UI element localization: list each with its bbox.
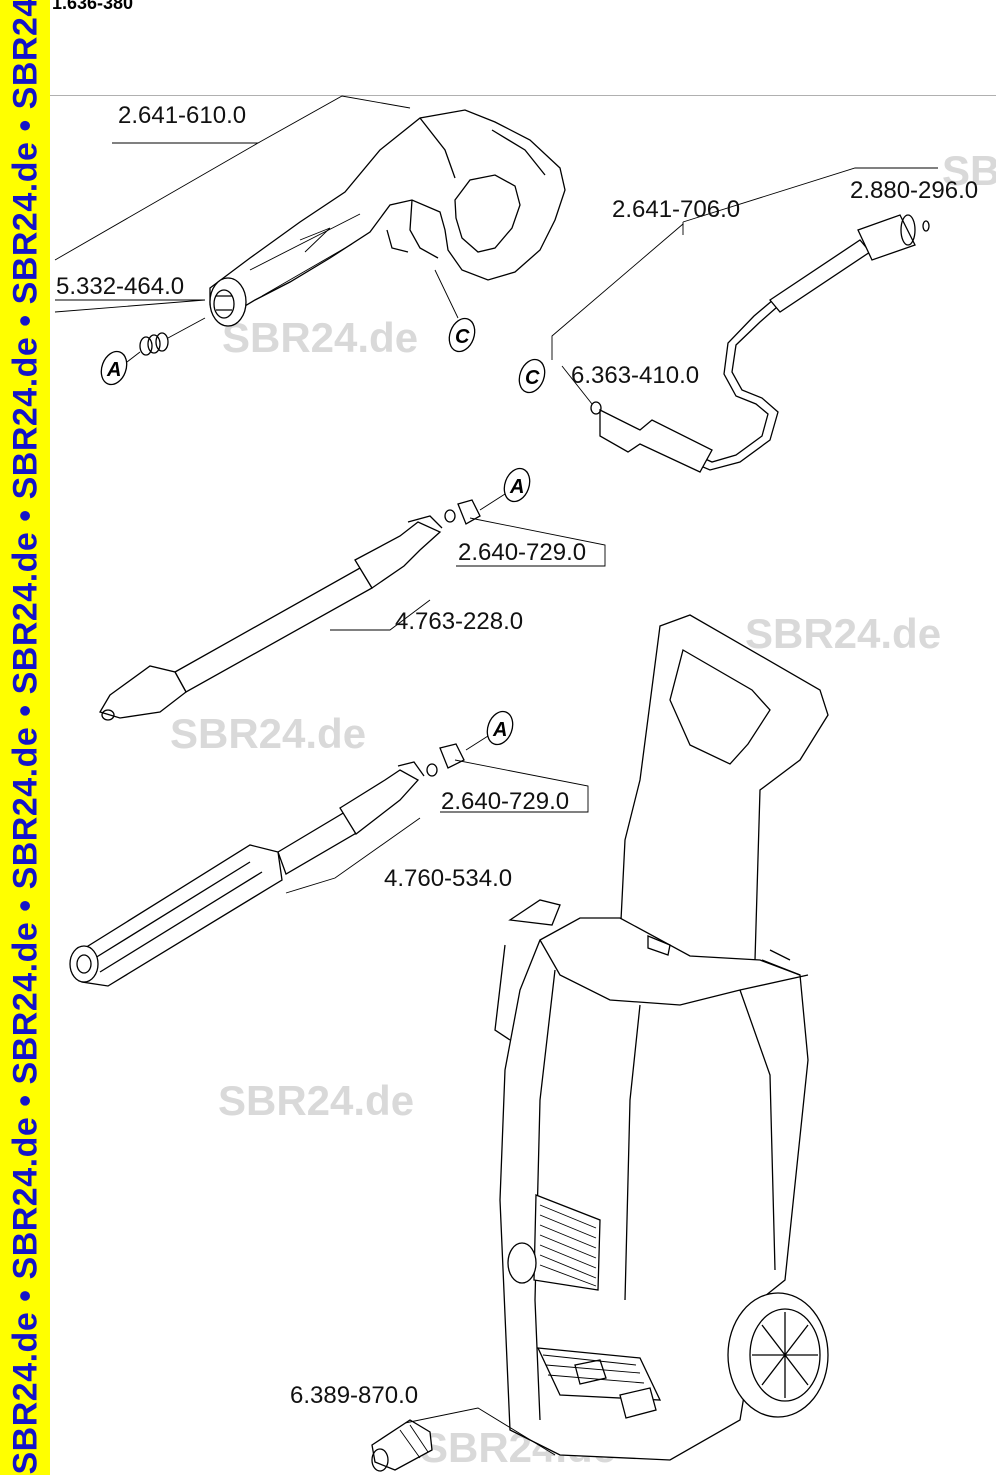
ref-a-lance2-marker bbox=[486, 710, 514, 746]
spray-gun-drawing bbox=[209, 109, 566, 327]
watermark-6: SBR24.de bbox=[942, 147, 996, 194]
leader-lines bbox=[54, 95, 938, 1456]
ref-a-lance1-label: A bbox=[509, 476, 524, 498]
part-callouts: 2.641-610.0 2.641-706.0 2.880-296.0 5.33… bbox=[56, 102, 978, 1409]
callout-lance1: 4.763-228.0 bbox=[395, 608, 523, 635]
ref-c-hose-label: C bbox=[525, 367, 540, 389]
lance-1-drawing bbox=[99, 499, 481, 721]
frame-top-line bbox=[50, 95, 996, 96]
watermark-2: SBR24.de bbox=[745, 610, 941, 657]
document-number: 1.636-380 bbox=[52, 0, 134, 13]
ref-c-gun-marker bbox=[448, 317, 476, 353]
callout-hose: 2.641-706.0 bbox=[612, 196, 740, 223]
callout-gun-oring-set: 5.332-464.0 bbox=[56, 273, 184, 300]
callout-inlet-coupling: 6.389-870.0 bbox=[290, 1382, 418, 1409]
watermark-3: SBR24.de bbox=[170, 710, 366, 757]
callout-lance2: 4.760-534.0 bbox=[384, 865, 512, 892]
watermarks: SBR24.de SBR24.de SBR24.de SBR24.de SBR2… bbox=[170, 147, 996, 1471]
ref-c-gun-label: C bbox=[455, 326, 470, 348]
ref-a-gun-label: A bbox=[106, 359, 121, 381]
ref-a-lance1-marker bbox=[503, 467, 531, 503]
watermark-4: SBR24.de bbox=[218, 1077, 414, 1124]
ref-a-lance2-label: A bbox=[492, 719, 507, 741]
pressure-washer-drawing bbox=[494, 614, 829, 1461]
gun-oring-set-drawing bbox=[139, 317, 206, 356]
callout-gun: 2.641-610.0 bbox=[118, 102, 246, 129]
inlet-coupling-drawing bbox=[371, 1419, 433, 1472]
lance-2-drawing bbox=[69, 743, 465, 987]
callout-hose-oring: 6.363-410.0 bbox=[571, 362, 699, 389]
reference-markers: C C A A A bbox=[100, 317, 546, 751]
callout-lance2-oring: 2.640-729.0 bbox=[441, 788, 569, 815]
ref-c-hose-marker bbox=[518, 358, 546, 394]
hose-drawing bbox=[590, 214, 930, 473]
callout-lance1-oring: 2.640-729.0 bbox=[458, 539, 586, 566]
side-watermark-strip: SBR24.de • SBR24.de • SBR24.de • SBR24.d… bbox=[0, 0, 50, 1475]
callout-hose-end-oring: 2.880-296.0 bbox=[850, 177, 978, 204]
ref-a-gun-marker bbox=[100, 350, 128, 386]
watermark-1: SBR24.de bbox=[222, 314, 418, 361]
